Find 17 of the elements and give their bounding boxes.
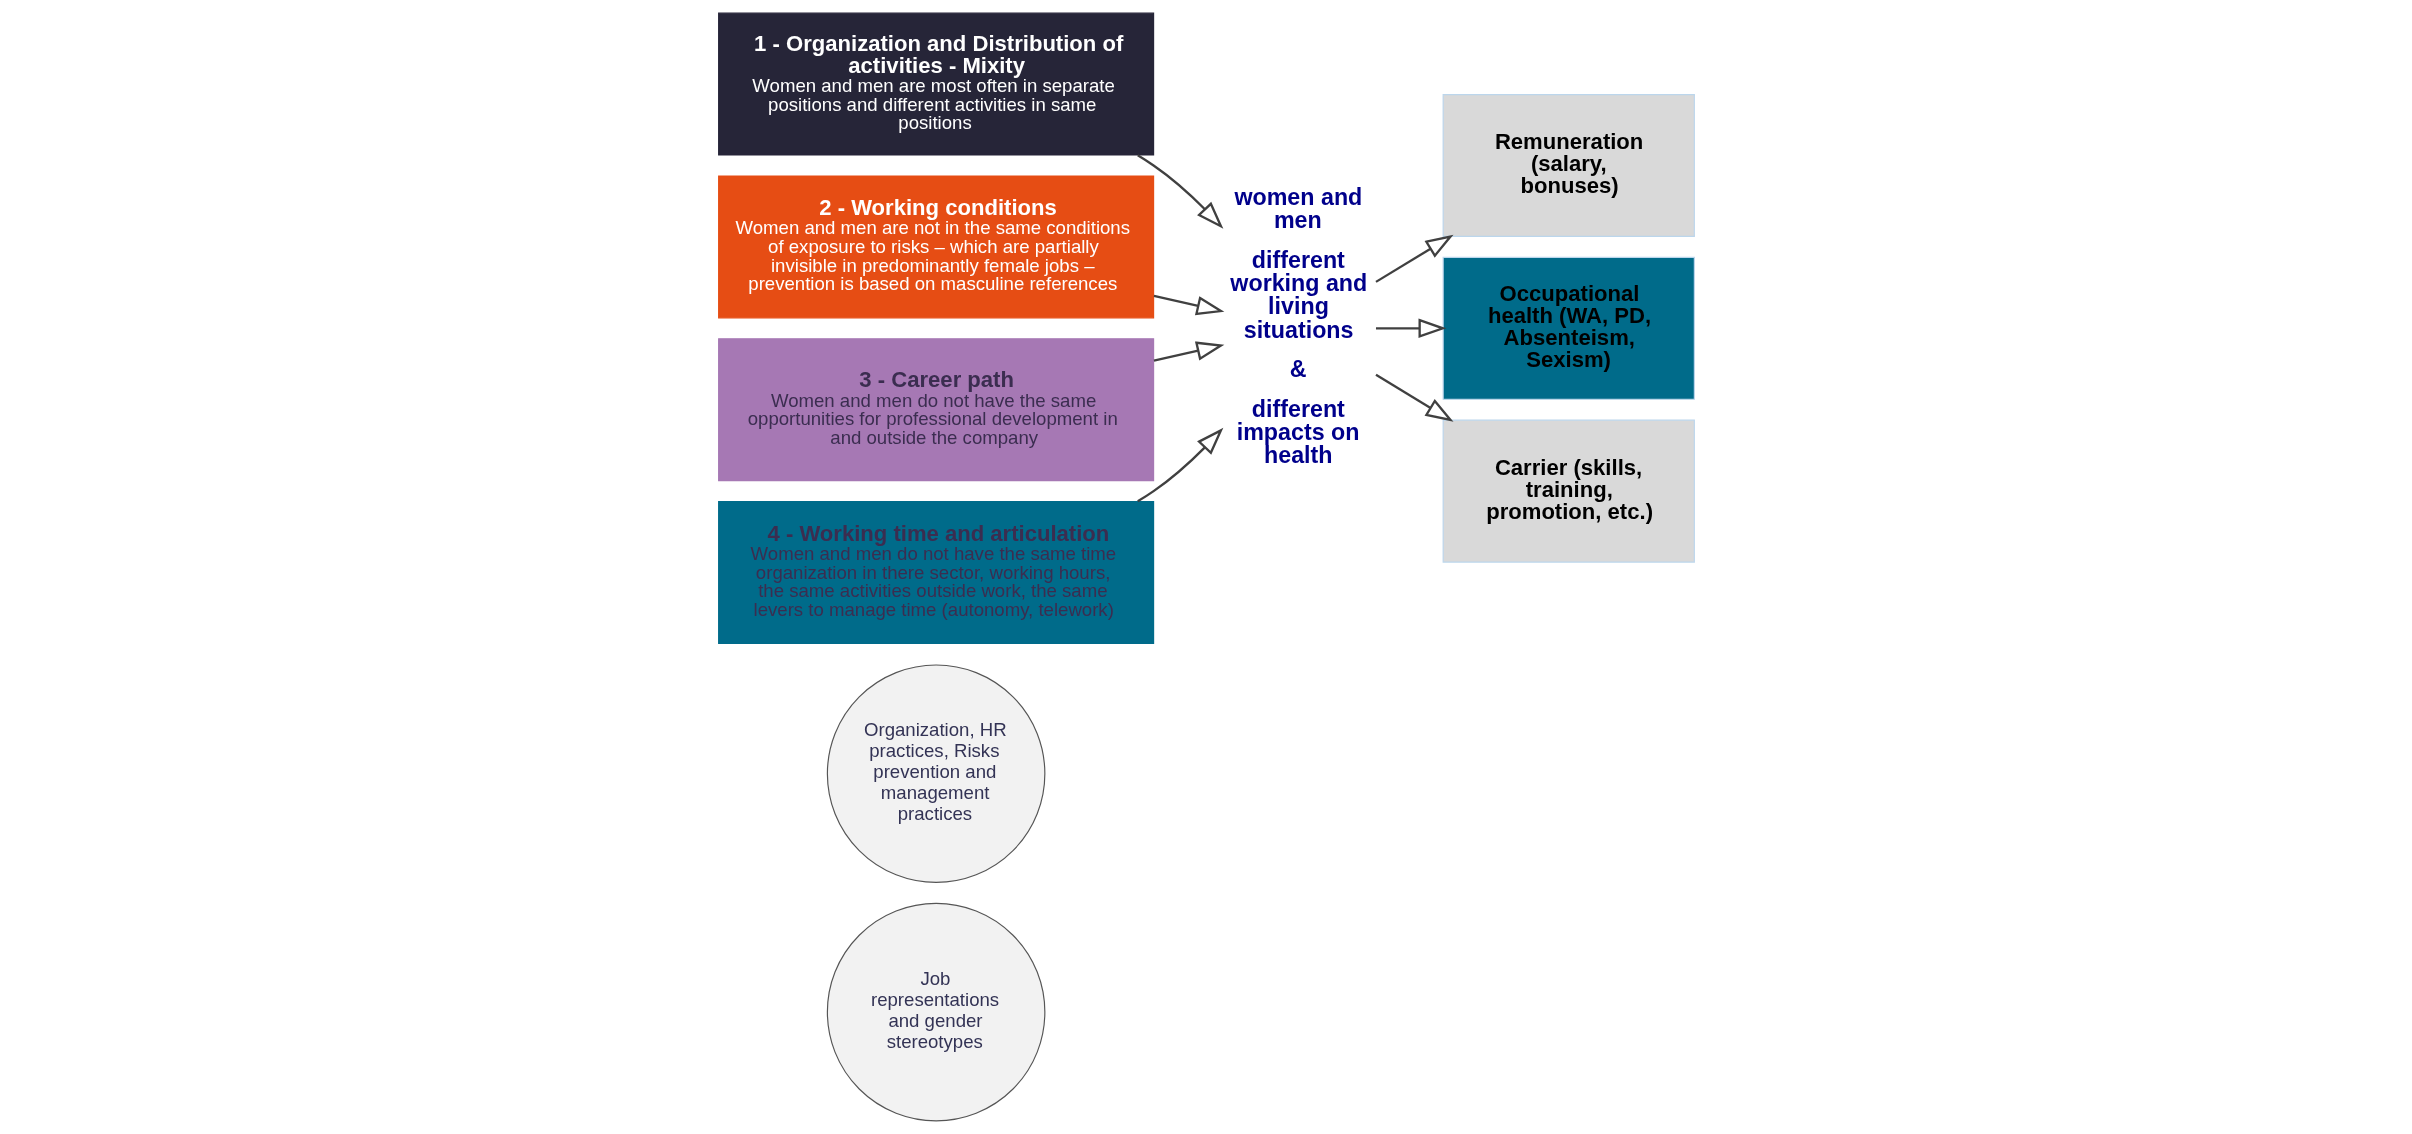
arrow [1374, 373, 1453, 422]
node-box: Remuneration (salary, bonuses) [1442, 94, 1695, 237]
arrow [1153, 341, 1224, 362]
arrow [1375, 318, 1446, 339]
arrow [1136, 427, 1223, 503]
node-circle: Organization, HR practices, Risks prevention and management practices [826, 664, 1045, 884]
node-box: Occupational health (WA, PD, Absenteism, Sexism) [1442, 256, 1695, 400]
node-box: 1 - Organization and Distribution of activities - Mixity Women and men are most often in separate positions and different activities in same positions [717, 12, 1154, 156]
arrow [1153, 294, 1224, 316]
node-circle: Job representations and gender stereotypes [826, 902, 1045, 1122]
arrow [1374, 234, 1453, 283]
node-box: 2 - Working conditions Women and men are not in the same conditions of exposure to risks – which are partially invisible in predominantly female jobs – prevention is based on masculine references [717, 175, 1154, 319]
node-box: 3 - Career path Women and men do not have the same opportunities for professional development in and outside the company [717, 338, 1154, 482]
arrow [1136, 154, 1223, 229]
node-box: 4 - Working time and articulation Women and men do not have the same time organization in there sector, working hours, the same activities outside work, the same levers to manage time (autonomy, telework) [717, 501, 1154, 645]
node-text: women and men different working and living situations & different impacts on health [1229, 184, 1367, 469]
node-box: Carrier (skills, training, promotion, etc.) [1442, 419, 1695, 563]
